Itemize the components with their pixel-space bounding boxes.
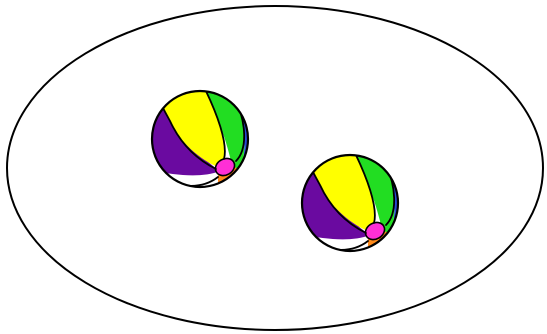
container-ellipse bbox=[7, 6, 543, 330]
